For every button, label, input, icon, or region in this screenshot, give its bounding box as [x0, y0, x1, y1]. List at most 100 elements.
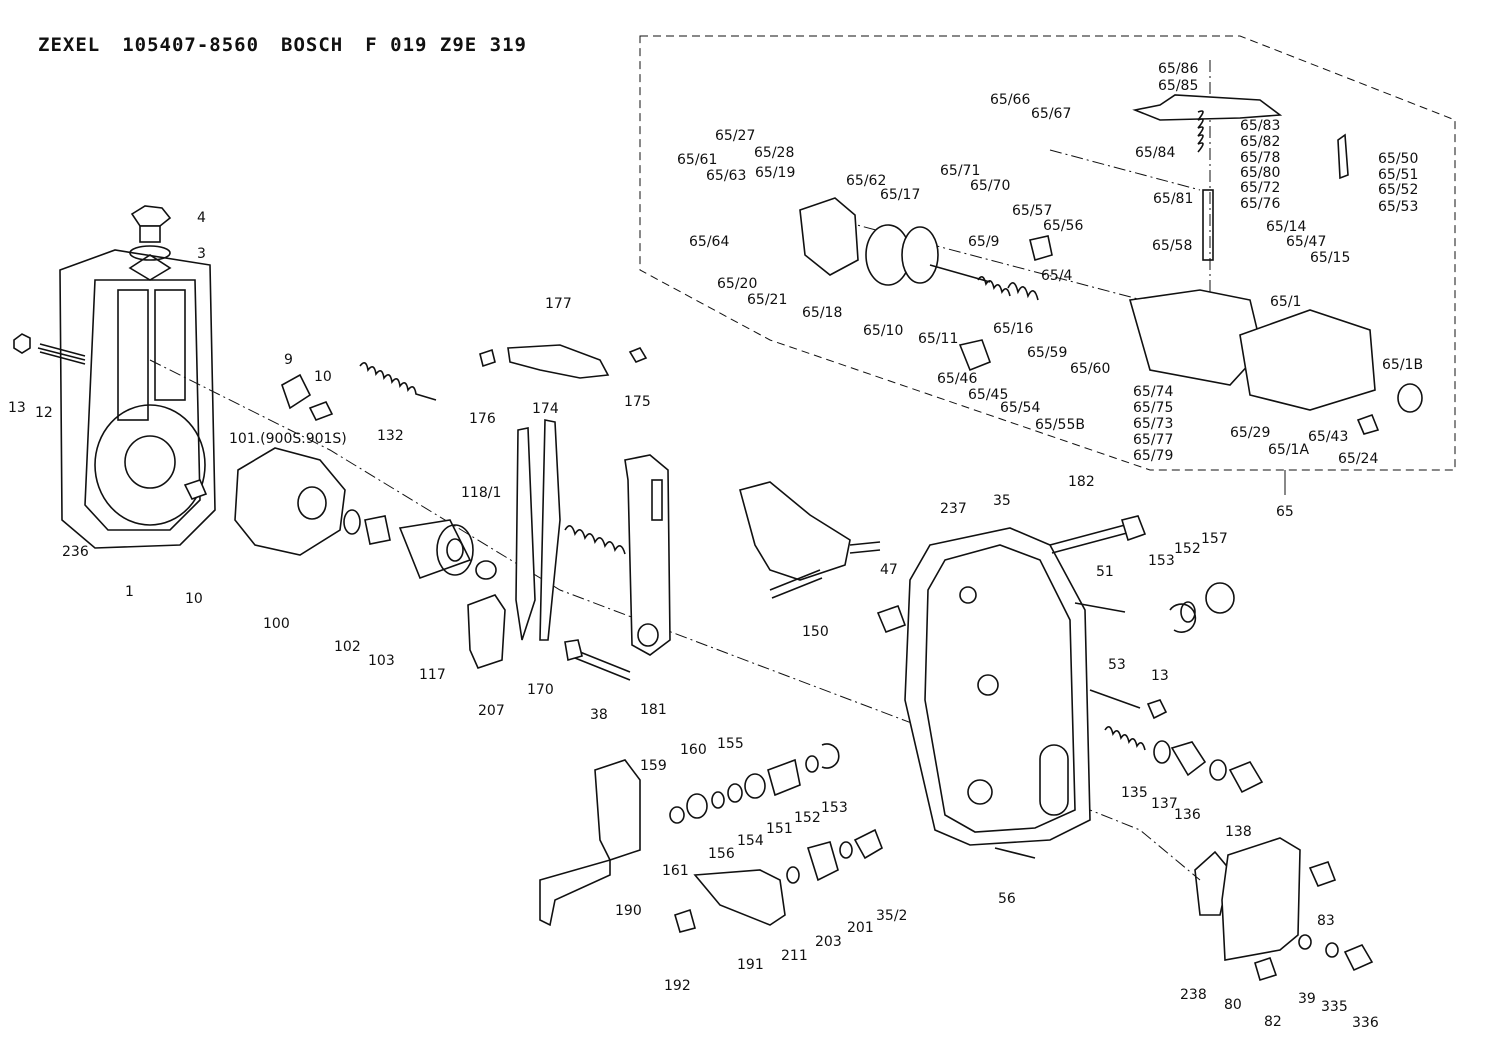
small-parts-row: [669, 743, 840, 824]
callout-label-c80: 65/28: [754, 145, 794, 161]
oem-label: BOSCH: [281, 34, 344, 56]
callout-label-c95: 65/64: [689, 234, 729, 250]
zexel-part-number: 105407-8560: [122, 34, 260, 56]
callout-label-c18: 176: [469, 411, 496, 427]
callout-label-c48: 152: [794, 810, 821, 826]
callout-label-c97: 65/58: [1152, 238, 1192, 254]
washer-118-part: [475, 560, 497, 580]
callout-label-c4: 12: [35, 405, 53, 421]
callout-label-c35: 13: [1151, 668, 1169, 684]
callout-label-c7: 10: [185, 591, 203, 607]
callout-label-c2: 3: [197, 246, 206, 262]
callout-label-c86: 65/71: [940, 163, 980, 179]
callout-label-c46: 154: [737, 833, 764, 849]
callout-label-c108: 65/1B: [1382, 357, 1423, 373]
callout-label-c65: 65/86: [1158, 61, 1198, 77]
callout-label-c42: 160: [680, 742, 707, 758]
callout-label-c40: 56: [998, 891, 1016, 907]
callout-label-c52: 192: [664, 978, 691, 994]
callout-label-c39: 138: [1225, 824, 1252, 840]
callout-label-c36: 135: [1121, 785, 1148, 801]
callout-label-c37: 137: [1151, 796, 1178, 812]
sleeve-203-part: [806, 841, 839, 882]
lever-190-part: [539, 759, 641, 927]
callout-label-c75: 65/50: [1378, 151, 1418, 167]
washer-137-part: [1153, 740, 1171, 764]
washer-335-part: [1325, 942, 1339, 958]
callout-label-c104: 65/11: [918, 331, 958, 347]
callout-label-c119: 65/43: [1308, 429, 1348, 445]
callout-label-c99: 65/21: [747, 292, 787, 308]
callout-label-c94: 65/15: [1310, 250, 1350, 266]
callout-label-c47: 151: [766, 821, 793, 837]
callout-label-c102: 65/1: [1270, 294, 1301, 310]
callout-label-c59: 82: [1264, 1014, 1282, 1030]
callout-label-c54: 203: [815, 934, 842, 950]
plug-part: [130, 205, 172, 243]
nut-175-part: [628, 347, 648, 363]
callout-label-c60: 83: [1317, 913, 1335, 929]
cap-138-part: [1228, 761, 1264, 794]
bolt-53-part: [1089, 689, 1141, 709]
callout-label-c55: 201: [847, 920, 874, 936]
callout-label-c32: 152: [1174, 541, 1201, 557]
oem-part-number: F 019 Z9E 319: [365, 34, 527, 56]
bolt-56-part: [994, 847, 1036, 859]
callout-label-c63: 336: [1352, 1015, 1379, 1031]
callout-label-c3: 13: [8, 400, 26, 416]
callout-label-c64: 65: [1276, 504, 1294, 520]
callout-label-c38: 136: [1174, 807, 1201, 823]
callout-label-c116: 65/77: [1133, 432, 1173, 448]
spring-132-part: [359, 362, 437, 401]
callout-label-c76: 65/51: [1378, 167, 1418, 183]
callout-label-c56: 35/2: [876, 908, 907, 924]
block-207-part: [467, 594, 506, 669]
callout-label-c105: 65/16: [993, 321, 1033, 337]
callout-label-c19: 174: [532, 401, 559, 417]
callout-label-c81: 65/61: [677, 152, 717, 168]
lever-174-part: [507, 344, 610, 379]
callout-label-c28: 35: [993, 493, 1011, 509]
callout-label-c118: 65/29: [1230, 425, 1270, 441]
callout-label-c78: 65/53: [1378, 199, 1418, 215]
callout-label-c34: 53: [1108, 657, 1126, 673]
o-ring-201-part: [839, 841, 853, 859]
bolt-182-part: [1049, 524, 1128, 554]
bolt-192-part: [674, 908, 696, 933]
callout-label-c100: 65/18: [802, 305, 842, 321]
cover-part: [1221, 837, 1301, 961]
callout-label-c83: 65/19: [755, 165, 795, 181]
o-ring-part: [129, 245, 171, 261]
callout-label-c85: 65/17: [880, 187, 920, 203]
callout-label-c26: 47: [880, 562, 898, 578]
callout-label-c11: 101.(900S.901S): [229, 431, 347, 447]
bolt-182-head: [1120, 515, 1147, 542]
callout-label-c92: 65/14: [1266, 219, 1306, 235]
callout-label-c16: 118/1: [461, 485, 501, 501]
sleeve-103-part: [364, 515, 391, 545]
callout-label-c112: 65/55B: [1035, 417, 1085, 433]
nut-136-part: [1170, 741, 1207, 777]
callout-label-c14: 103: [368, 653, 395, 669]
callout-label-c103: 65/10: [863, 323, 903, 339]
callout-label-c114: 65/75: [1133, 400, 1173, 416]
callout-label-c22: 170: [527, 682, 554, 698]
callout-label-c87: 65/70: [970, 178, 1010, 194]
callout-label-c43: 155: [717, 736, 744, 752]
callout-label-c82: 65/63: [706, 168, 746, 184]
callout-label-c45: 156: [708, 846, 735, 862]
callout-label-c5: 236: [62, 544, 89, 560]
callout-label-c70: 65/82: [1240, 134, 1280, 150]
callout-label-c61: 39: [1298, 991, 1316, 1007]
callout-label-c24: 181: [640, 702, 667, 718]
callout-label-c91: 65/56: [1043, 218, 1083, 234]
callout-label-c68: 65/67: [1031, 106, 1071, 122]
subassembly-65-boundary: [639, 35, 1456, 471]
callout-label-c121: 65/24: [1338, 451, 1378, 467]
link-181-part: [624, 454, 671, 656]
subassembly-65-parts: [799, 94, 1423, 435]
bracket-9-part: [281, 373, 312, 410]
